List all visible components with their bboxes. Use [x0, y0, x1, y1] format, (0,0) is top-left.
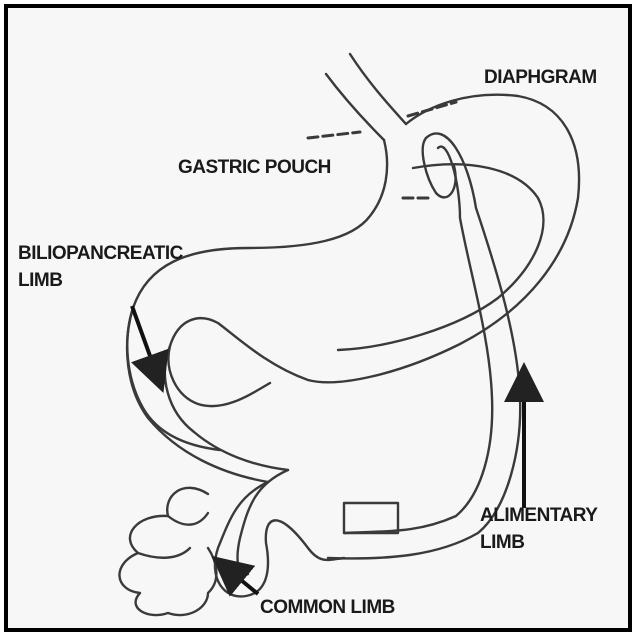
diaphragm-lines: [308, 102, 456, 198]
alimentary-label-line2: LIMB: [480, 529, 597, 556]
alimentary-label-line1: ALIMENTARY: [480, 502, 597, 529]
stomach-inner-curve: [338, 164, 543, 350]
common-limb-label: COMMON LIMB: [260, 594, 395, 621]
biliopancreatic-label-line2: LIMB: [18, 267, 183, 294]
alimentary-limb-end: [344, 503, 398, 533]
esophagus-left-wall: [326, 74, 384, 140]
alimentary-limb-label: ALIMENTARY LIMB: [480, 502, 597, 556]
gastric-pouch-outline: [127, 140, 387, 450]
small-bowel-inner-2: [138, 548, 190, 558]
biliopancreatic-limb-inner: [165, 346, 288, 470]
biliopancreatic-label-line1: BILIOPANCREATIC: [18, 240, 183, 267]
diaphragm-label: DIAPHGRAM: [484, 64, 597, 91]
gastric-pouch-label: GASTRIC POUCH: [178, 154, 331, 181]
small-bowel-inner: [168, 513, 208, 525]
diagram-frame: DIAPHGRAM GASTRIC POUCH BILIOPANCREATIC …: [4, 4, 632, 632]
biliopancreatic-limb-label: BILIOPANCREATIC LIMB: [18, 240, 183, 294]
small-bowel-loops: [119, 488, 216, 615]
common-limb-loop: [215, 482, 344, 596]
biliopancreatic-arrow: [132, 306, 158, 378]
